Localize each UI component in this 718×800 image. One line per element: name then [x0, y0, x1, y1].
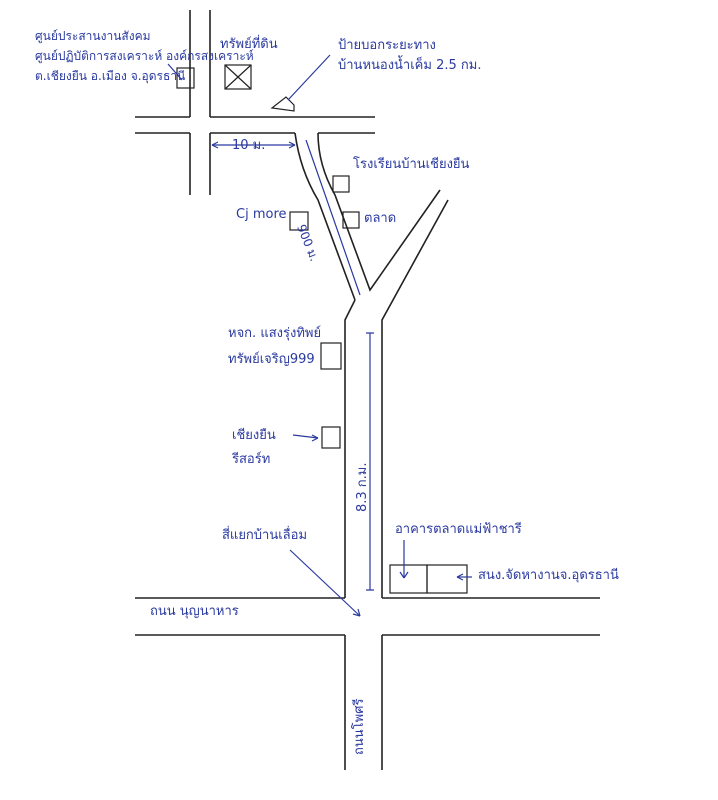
road-edge: [381, 199, 449, 598]
school-label: โรงเรียนบ้านเชียงยืน: [353, 157, 470, 172]
center-label-line2: ศูนย์ปฏิบัติการสงเคราะห์ องค์กรสงเคราะห์: [35, 49, 254, 63]
junction-label: สี่แยกบ้านเลื่อม: [222, 528, 308, 543]
land-label: ทรัพย์ที่ดิน: [220, 37, 278, 52]
distance-8km-label: 8.3 ก.ม.: [355, 462, 370, 512]
distance-10m-label: 10 ม.: [232, 138, 266, 153]
sign-label-line1: ป้ายบอกระยะทาง: [338, 38, 436, 53]
market-building-label: อาคารตลาดแม่ฟ้าชารี: [395, 522, 522, 537]
resort-label-line2: รีสอร์ท: [232, 452, 271, 467]
shop-label-line2: ทรัพย์เจริญ999: [228, 352, 315, 367]
office-label: สนง.จัดหางานจ.อุดรธานี: [478, 568, 619, 583]
road-edge: [317, 132, 441, 292]
road-edge: [344, 299, 356, 598]
center-label-line1: ศูนย์ประสานงานสังคม: [35, 29, 151, 43]
road-edge: [294, 132, 356, 301]
resort-label-line1: เชียงยืน: [232, 428, 276, 443]
center-label-line3: ต.เชียงยืน อ.เมือง จ.อุดรธานี: [35, 69, 186, 83]
cjmore-label: Cj more: [236, 207, 287, 222]
shop-label-line1: หจก. แสงรุ่งทิพย์: [228, 326, 322, 341]
road-vertical-label: ถนนโพศรี: [352, 698, 367, 755]
market-label: ตลาด: [364, 211, 397, 226]
road-horizontal-label: ถนน นุญนาหาร: [150, 604, 239, 619]
sign-label-line2: บ้านหนองน้ำเค็ม 2.5 กม.: [338, 58, 482, 73]
